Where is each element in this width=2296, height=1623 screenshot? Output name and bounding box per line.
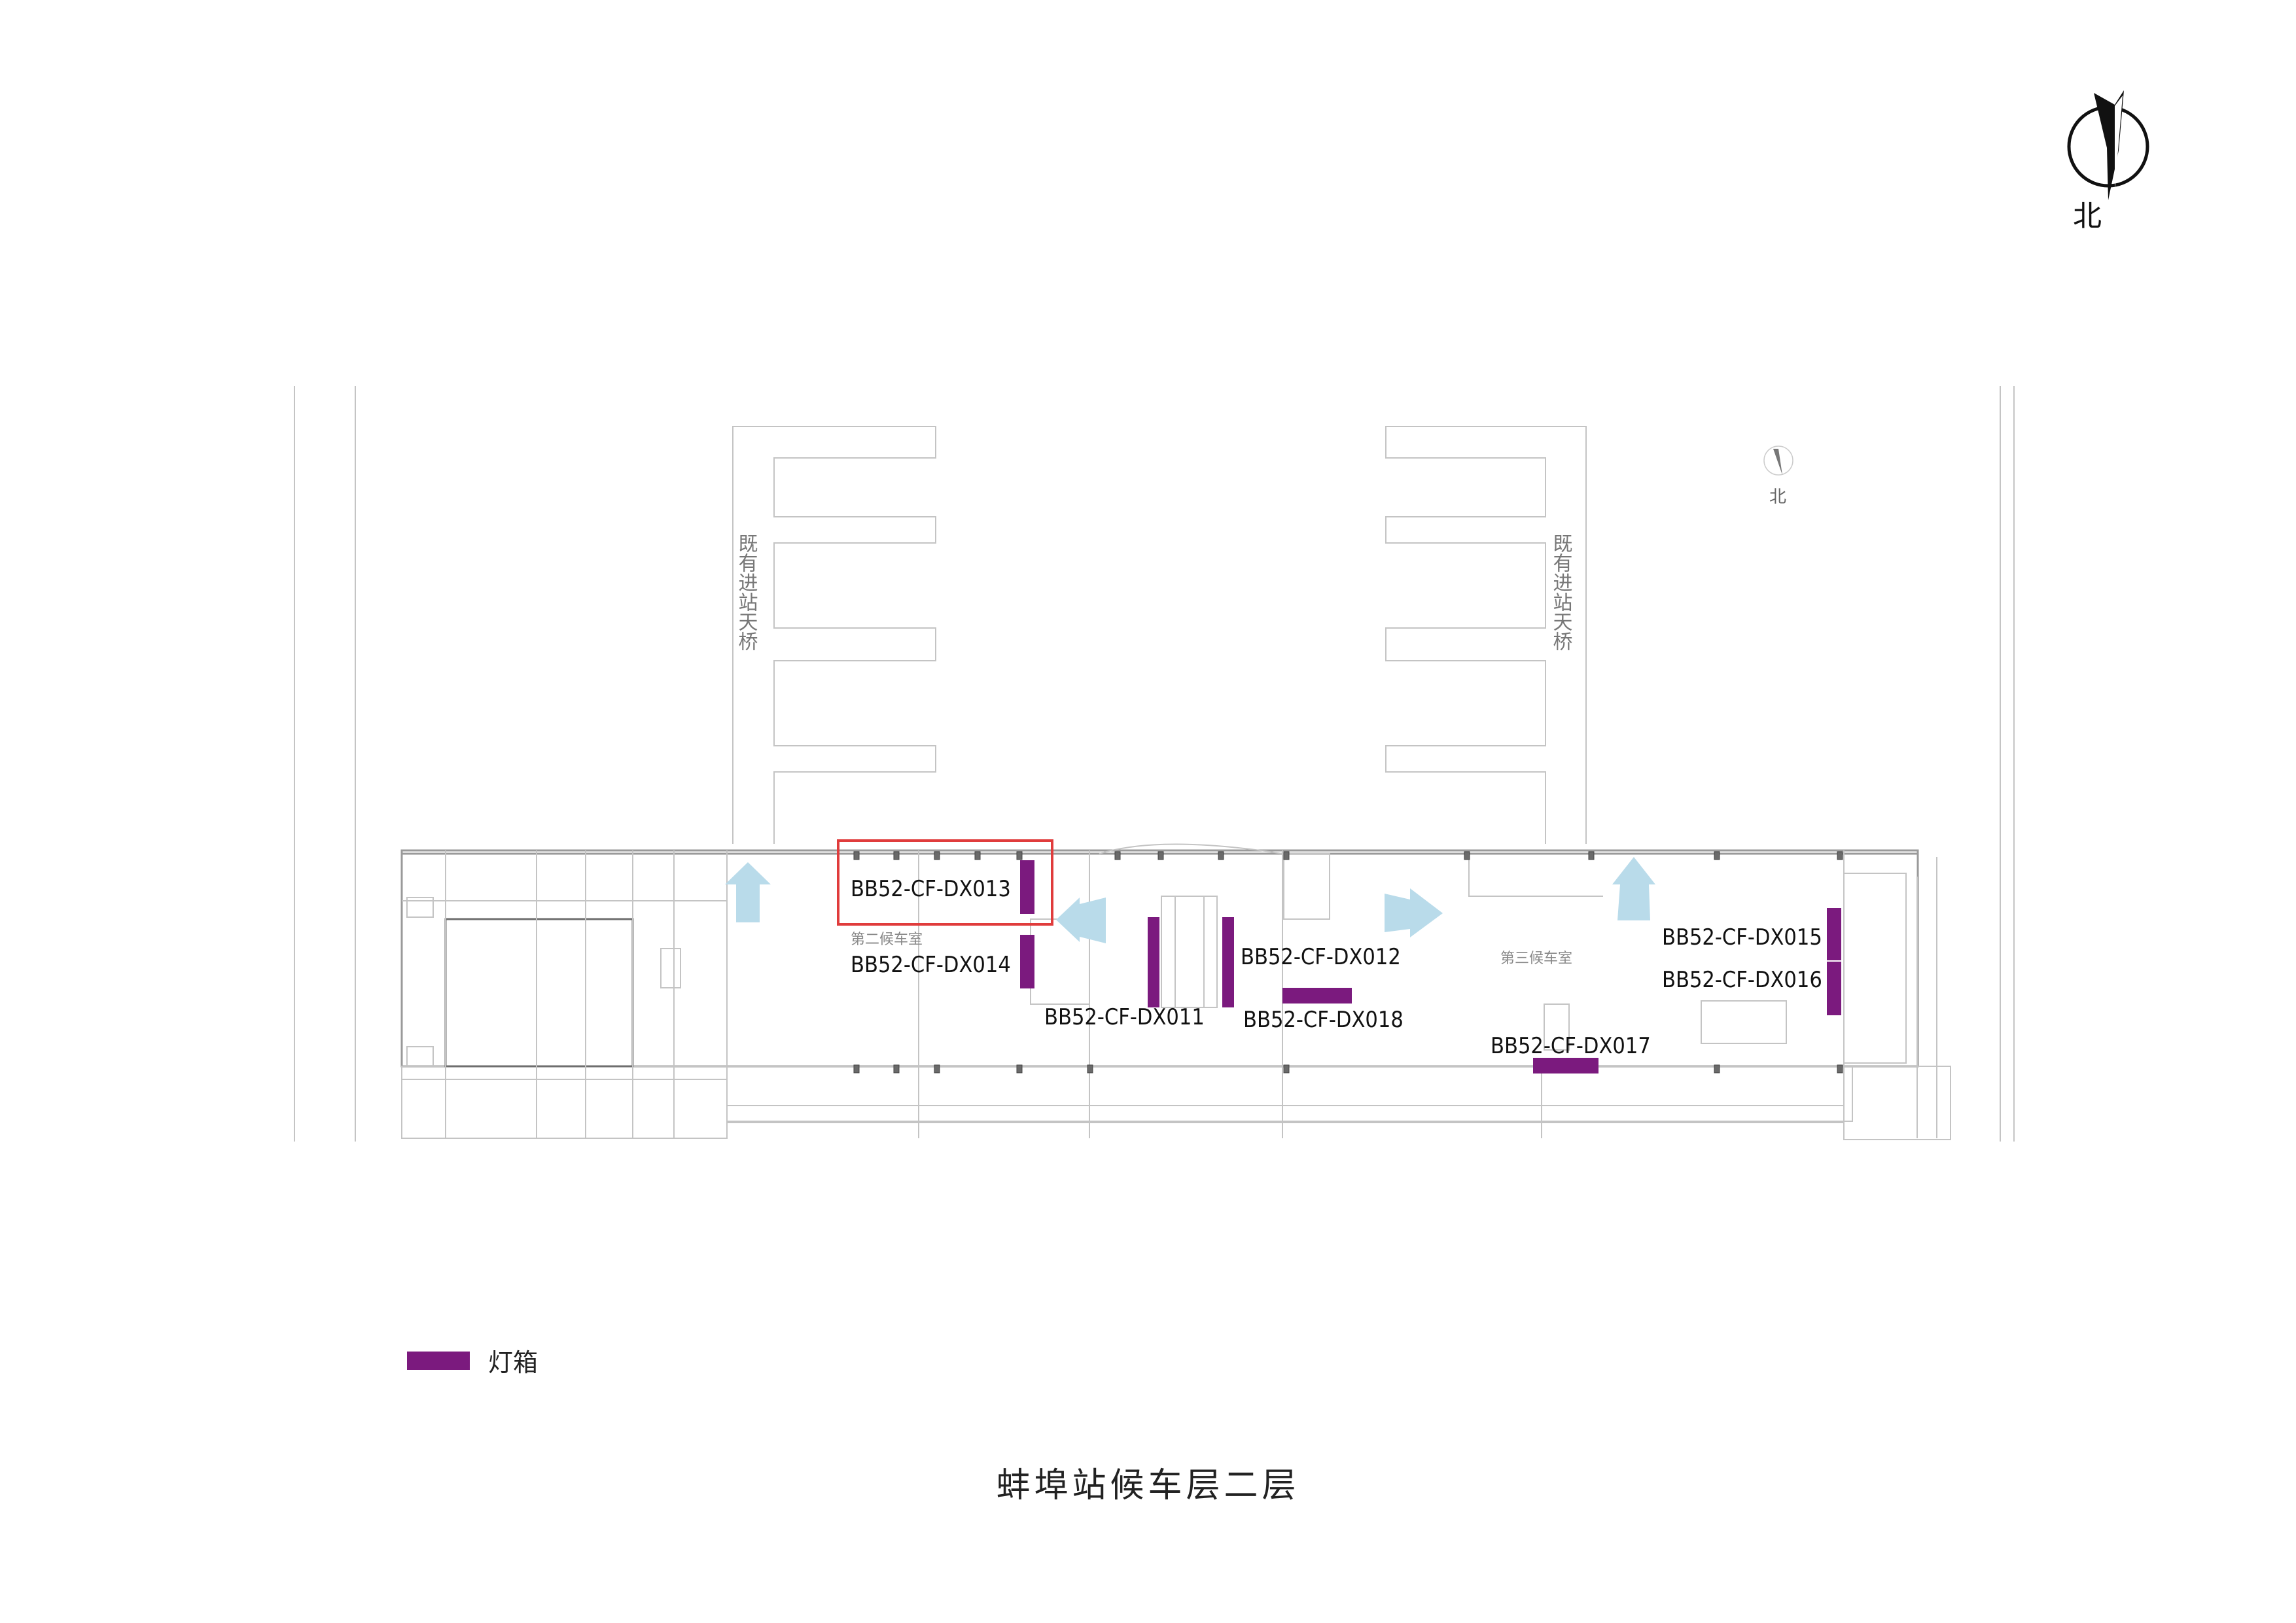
north-arrow-icon: 北 xyxy=(2067,90,2149,233)
code-label-dx014: BB52-CF-DX014 xyxy=(851,952,1011,978)
page-title: 蚌埠站候车层二层 xyxy=(996,1466,1300,1505)
legend-label: 灯箱 xyxy=(488,1348,539,1377)
room-label-third-waiting: 第三候车室 xyxy=(1500,951,1572,967)
lightbox-dx011[interactable] xyxy=(1148,917,1159,1007)
bridge-left xyxy=(732,426,936,844)
structural-columns xyxy=(853,851,1843,1073)
flow-arrow-up-right xyxy=(1612,857,1655,920)
site-lines xyxy=(294,386,2015,1142)
lightbox-dx018[interactable] xyxy=(1282,988,1352,1003)
minor-north-arrow-icon: 北 xyxy=(1763,445,1793,507)
lightbox-dx012[interactable] xyxy=(1222,917,1234,1007)
code-label-dx012: BB52-CF-DX012 xyxy=(1241,944,1401,970)
flow-arrow-left xyxy=(1056,898,1106,943)
lightbox-dx015[interactable] xyxy=(1827,908,1841,960)
room-label-second-waiting: 第二候车室 xyxy=(851,932,923,948)
minor-north-label: 北 xyxy=(1769,487,1786,507)
code-label-dx016: BB52-CF-DX016 xyxy=(1662,967,1822,993)
lightbox-markers xyxy=(1020,860,1841,1073)
flow-arrow-right xyxy=(1385,888,1443,937)
flow-arrow-up-left xyxy=(725,862,771,922)
building-outline xyxy=(400,843,1951,1140)
north-label: 北 xyxy=(2073,200,2102,233)
lightbox-dx016[interactable] xyxy=(1827,962,1841,1015)
bridge-label-right: 既有进站天桥 xyxy=(1549,533,1573,651)
legend-swatch-lightbox xyxy=(407,1351,470,1370)
highlight-box xyxy=(837,839,1053,926)
code-label-dx017: BB52-CF-DX017 xyxy=(1491,1033,1651,1059)
code-label-dx018: BB52-CF-DX018 xyxy=(1243,1007,1404,1033)
code-label-dx015: BB52-CF-DX015 xyxy=(1662,924,1822,951)
code-label-dx011: BB52-CF-DX011 xyxy=(1044,1004,1205,1030)
bridge-right xyxy=(1385,426,1587,844)
bridge-label-left: 既有进站天桥 xyxy=(735,533,758,651)
lightbox-dx013[interactable] xyxy=(1020,860,1034,914)
lightbox-dx014[interactable] xyxy=(1020,935,1034,988)
legend: 灯箱 xyxy=(407,1342,538,1378)
lightbox-dx017[interactable] xyxy=(1533,1058,1598,1073)
code-label-dx013: BB52-CF-DX013 xyxy=(851,876,1011,902)
